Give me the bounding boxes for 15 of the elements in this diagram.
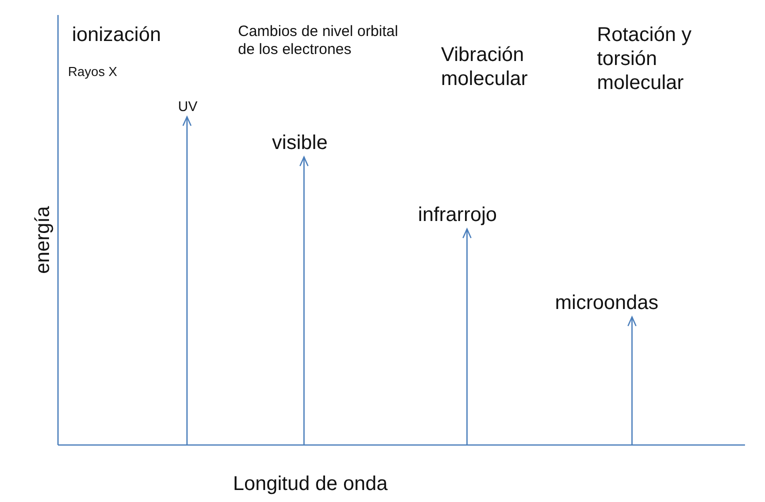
heading-label: Rotación y torsión molecular [597,23,692,95]
axis-title: energía [31,205,55,276]
band-label: Rayos X [68,64,118,80]
axis-title: Longitud de onda [233,472,389,496]
arrow [627,316,637,445]
heading-label: Vibración molecular [441,43,529,91]
arrow [182,116,192,445]
spectrum-label: UV [178,98,198,115]
arrow [299,156,309,445]
spectrum-label: infrarrojo [418,203,497,227]
spectrum-label: visible [272,131,328,155]
heading-label: ionización [72,23,162,47]
arrow [462,228,472,445]
spectrum-label: microondas [555,291,658,315]
heading-label: Cambios de nivel orbital de los electrones [238,23,400,59]
